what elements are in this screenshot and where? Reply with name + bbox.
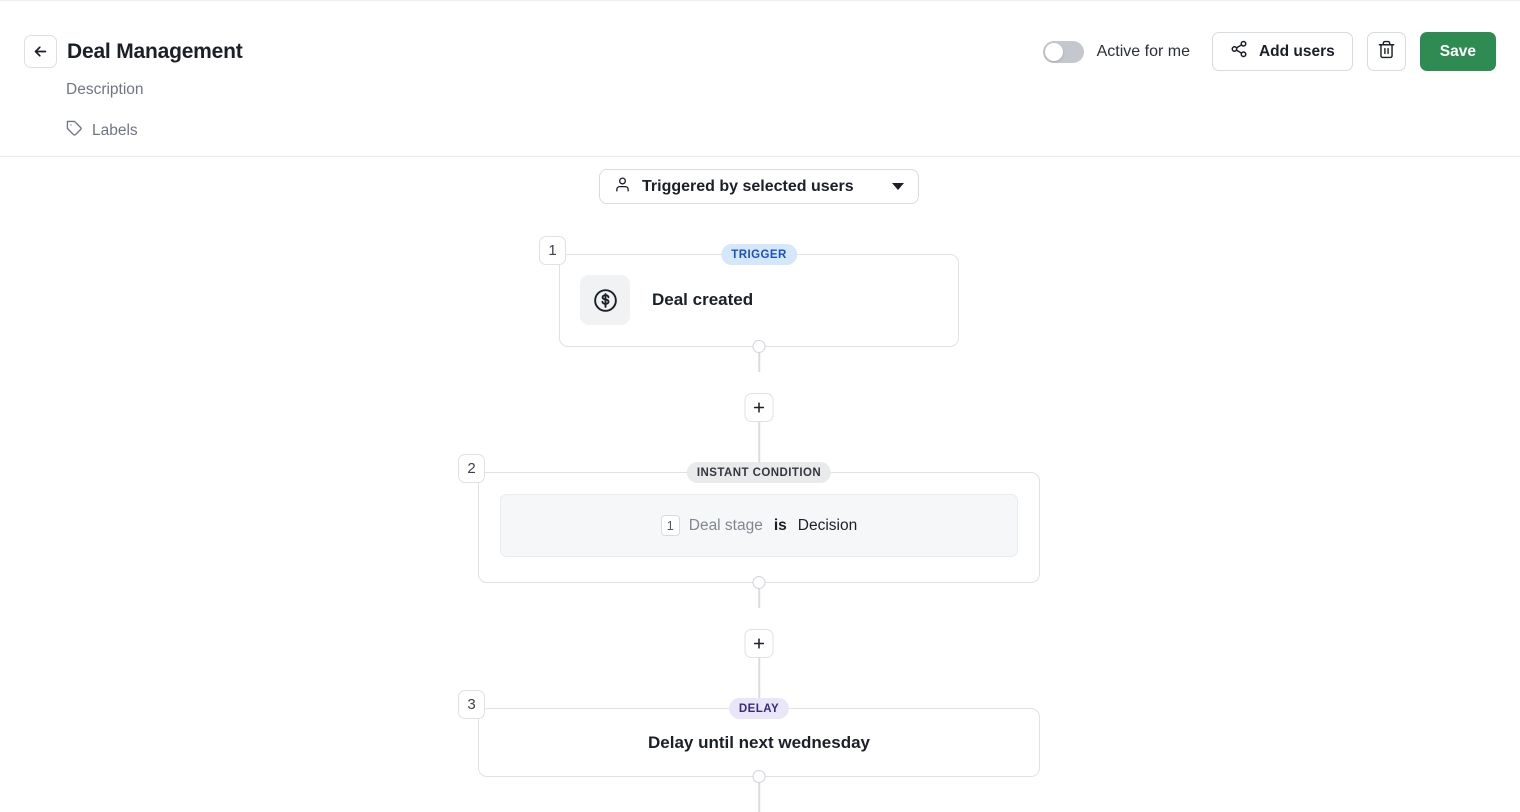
add-step-button[interactable] <box>744 629 774 658</box>
trash-icon <box>1377 40 1396 64</box>
back-button[interactable] <box>24 35 57 68</box>
labels-field[interactable]: Labels <box>66 120 138 142</box>
step-title: Deal created <box>652 290 754 309</box>
connector-line <box>758 347 760 372</box>
condition-field: Deal stage <box>688 516 763 534</box>
step-card: 2 INSTANT CONDITION 1 Deal stage is Deci… <box>458 454 1040 589</box>
add-users-button[interactable]: Add users <box>1211 32 1353 71</box>
workflow-canvas: Triggered by selected users 1 TRIGGER De… <box>0 157 1520 812</box>
step-card: 3 DELAY Delay until next wednesday <box>458 690 1040 783</box>
share-icon <box>1230 40 1248 63</box>
active-for-me-label: Active for me <box>1096 42 1190 60</box>
trigger-scope-label: Triggered by selected users <box>642 177 854 195</box>
workflow-step-delay[interactable]: 3 DELAY Delay until next wednesday <box>458 690 1040 783</box>
title-row: Deal Management <box>24 35 243 68</box>
step-card: 1 TRIGGER Deal created <box>539 236 959 353</box>
workflow-step-trigger[interactable]: 1 TRIGGER Deal created <box>539 236 959 353</box>
connector-node <box>752 575 766 589</box>
step-type-badge: DELAY <box>728 698 790 719</box>
connector-line <box>758 583 760 608</box>
tag-icon <box>66 120 83 142</box>
step-type-badge: TRIGGER <box>721 244 797 265</box>
person-icon <box>614 176 631 198</box>
condition-row[interactable]: 1 Deal stage is Decision <box>500 494 1018 557</box>
header-actions: Active for me Add users Save <box>1042 32 1496 71</box>
step-type-badge: INSTANT CONDITION <box>686 462 832 483</box>
connector-node <box>752 769 766 783</box>
workflow-step-condition[interactable]: 2 INSTANT CONDITION 1 Deal stage is Deci… <box>458 454 1040 589</box>
condition-value: Decision <box>797 516 858 534</box>
step-number-badge: 1 <box>539 236 566 265</box>
toggle-knob <box>1044 42 1063 61</box>
labels-label: Labels <box>92 122 138 139</box>
step-title: Delay until next wednesday <box>647 732 870 752</box>
condition-index-badge: 1 <box>660 515 680 536</box>
plus-icon <box>753 402 765 413</box>
step-number-badge: 2 <box>458 454 485 483</box>
trigger-scope-dropdown[interactable]: Triggered by selected users <box>599 169 919 204</box>
connector-line <box>758 422 760 472</box>
description-field[interactable]: Description <box>66 81 144 98</box>
active-for-me-toggle[interactable] <box>1042 40 1084 63</box>
page-title: Deal Management <box>67 39 243 63</box>
plus-icon <box>753 638 765 649</box>
step-content: Delay until next wednesday <box>479 709 1039 776</box>
delete-button[interactable] <box>1366 32 1406 71</box>
active-for-me-group: Active for me <box>1042 40 1190 63</box>
save-button[interactable]: Save <box>1419 32 1496 71</box>
arrow-left-icon <box>32 43 49 60</box>
connector-line <box>758 658 760 708</box>
connector-node <box>752 339 766 353</box>
page-header: Deal Management Description Labels Activ… <box>0 0 1520 157</box>
step-content: Deal created <box>560 255 958 345</box>
dollar-circle-icon <box>580 275 630 325</box>
add-step-button[interactable] <box>744 393 774 422</box>
chevron-down-icon <box>892 183 904 190</box>
condition-operator: is <box>773 516 787 534</box>
step-content: 1 Deal stage is Decision <box>479 473 1039 578</box>
step-number-badge: 3 <box>458 690 485 719</box>
add-users-label: Add users <box>1258 42 1335 60</box>
connector-line <box>758 777 760 812</box>
